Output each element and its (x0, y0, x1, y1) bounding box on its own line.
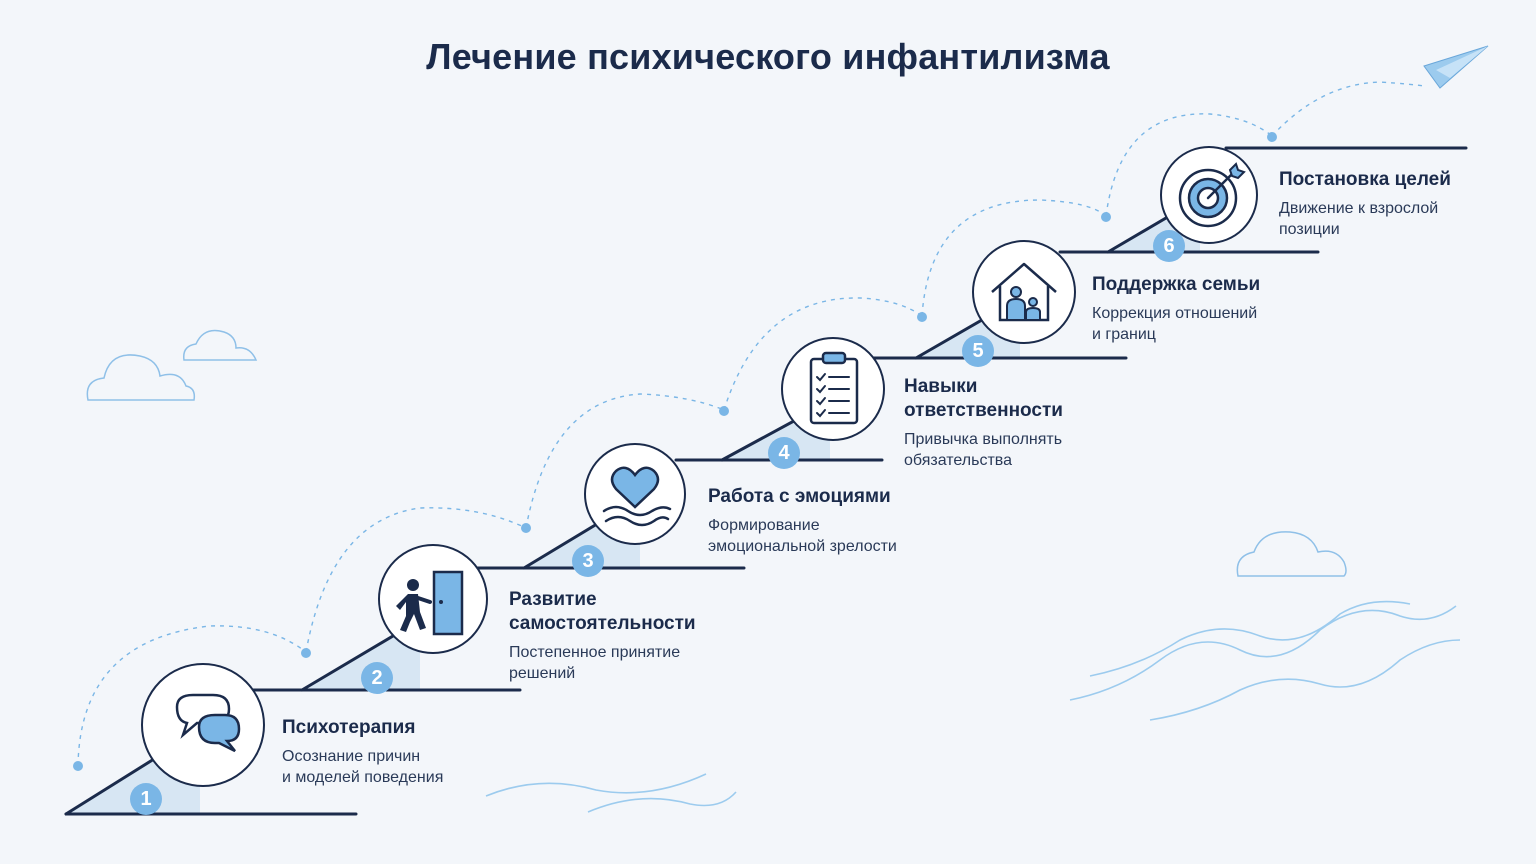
cloud-right-icon (1236, 531, 1347, 577)
step-4-number-badge: 4 (768, 437, 800, 469)
step-4-title-line-2: ответственности (904, 400, 1063, 421)
speech-bubbles-icon (175, 693, 241, 753)
step-2-desc-line-1: Постепенное принятие (509, 644, 681, 661)
step-3-description: Формирование эмоциональной зрелости (708, 515, 897, 557)
step-2-text: Развитие самостоятельности Постепенное п… (509, 588, 696, 684)
step-5-desc-line-2: и границ (1092, 326, 1156, 343)
step-6-title: Постановка целей (1279, 169, 1451, 190)
step-4-description: Привычка выполнять обязательства (904, 429, 1063, 471)
step-5-number-badge: 5 (962, 335, 994, 367)
step-2-title-line-1: Развитие (509, 589, 597, 610)
target-arrow-icon (1178, 162, 1246, 228)
step-4-text: Навыки ответственности Привычка выполнят… (904, 375, 1063, 471)
step-5-title: Поддержка семьи (1092, 274, 1261, 295)
checklist-icon (809, 351, 859, 425)
step-4-icon-circle (781, 337, 885, 441)
waves-decoration (485, 600, 1461, 813)
staircase-lines (64, 146, 1468, 816)
step-2-description: Постепенное принятие решений (509, 642, 696, 684)
step-5-icon-circle (972, 240, 1076, 344)
step-6-text: Постановка целей Движение к взрослой поз… (1279, 168, 1451, 240)
step-2-icon-circle (378, 544, 488, 654)
step-1-description: Осознание причин и моделей поведения (282, 746, 443, 788)
step-1-desc-line-2: и моделей поведения (282, 769, 444, 786)
step-3-title: Работа с эмоциями (708, 486, 891, 507)
step-3-text: Работа с эмоциями Формирование эмоционал… (708, 485, 897, 557)
path-dots (73, 132, 1277, 771)
step-6-icon-circle (1160, 146, 1258, 244)
step-6-description: Движение к взрослой позиции (1279, 198, 1451, 240)
step-3-number-badge: 3 (572, 545, 604, 577)
step-5-desc-line-1: Коррекция отношений (1092, 305, 1258, 322)
step-3-desc-line-2: эмоциональной зрелости (708, 538, 897, 555)
step-4-desc-line-1: Привычка выполнять (904, 431, 1063, 448)
cloud-left-icon (86, 354, 196, 401)
dashed-path (77, 81, 1425, 767)
step-1-number-badge: 1 (130, 783, 162, 815)
step-6-number-badge: 6 (1153, 230, 1185, 262)
step-1-title: Психотерапия (282, 717, 416, 738)
step-3-desc-line-1: Формирование (708, 517, 820, 534)
step-5-text: Поддержка семьи Коррекция отношений и гр… (1092, 273, 1260, 345)
step-1-desc-line-1: Осознание причин (282, 748, 421, 765)
step-6-desc-line-2: позиции (1279, 221, 1340, 238)
person-door-icon (396, 570, 464, 636)
step-1-text: Психотерапия Осознание причин и моделей … (282, 716, 443, 788)
paper-plane-icon (1423, 45, 1489, 89)
step-5-description: Коррекция отношений и границ (1092, 303, 1260, 345)
page-title: Лечение психического инфантилизма (426, 36, 1110, 77)
heart-waves-icon (602, 466, 672, 527)
step-6-desc-line-1: Движение к взрослой (1279, 200, 1439, 217)
step-1-icon-circle (141, 663, 265, 787)
step-3-icon-circle (584, 443, 686, 545)
step-2-desc-line-2: решений (509, 665, 576, 682)
step-2-title-line-2: самостоятельности (509, 613, 696, 634)
step-4-title-line-1: Навыки (904, 376, 978, 397)
step-2-number-badge: 2 (361, 662, 393, 694)
family-house-icon (991, 262, 1057, 322)
cloud-small-icon (183, 329, 258, 361)
step-4-desc-line-2: обязательства (904, 452, 1012, 469)
